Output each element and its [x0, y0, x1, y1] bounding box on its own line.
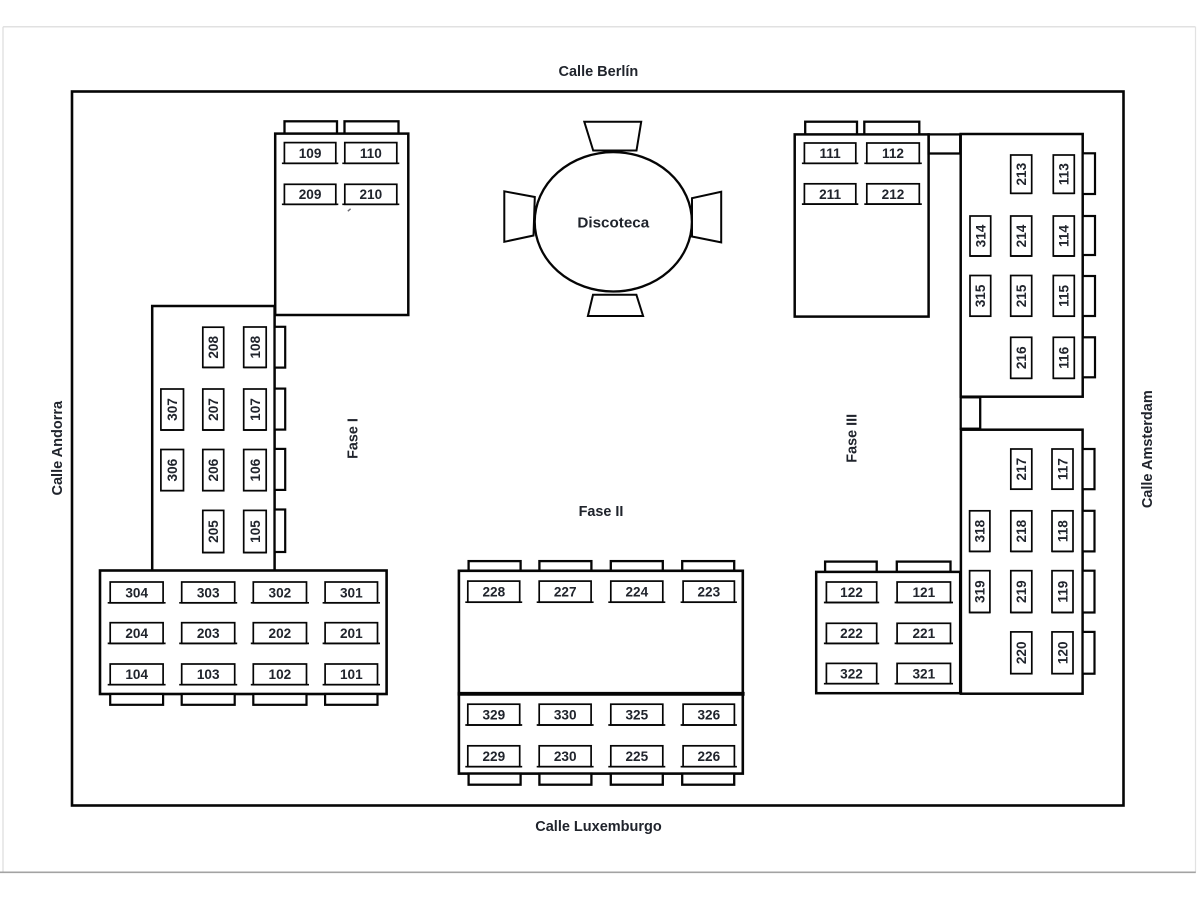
svg-text:205: 205 — [206, 520, 221, 543]
svg-text:314: 314 — [973, 224, 988, 247]
svg-text:220: 220 — [1014, 641, 1029, 664]
svg-text:319: 319 — [973, 580, 988, 603]
svg-text:214: 214 — [1014, 224, 1029, 247]
svg-text:216: 216 — [1014, 346, 1029, 369]
svg-text:329: 329 — [482, 708, 505, 723]
svg-text:118: 118 — [1055, 520, 1070, 542]
svg-text:321: 321 — [912, 666, 935, 681]
svg-text:223: 223 — [697, 585, 720, 600]
svg-text:222: 222 — [840, 626, 863, 641]
svg-text:322: 322 — [840, 666, 863, 681]
svg-text:225: 225 — [625, 749, 648, 764]
svg-text:110: 110 — [360, 146, 382, 161]
svg-text:111: 111 — [820, 146, 842, 161]
svg-text:Fase III: Fase III — [844, 414, 860, 463]
svg-text:Fase II: Fase II — [579, 504, 624, 520]
svg-text:Discoteca: Discoteca — [577, 214, 649, 231]
svg-text:116: 116 — [1057, 346, 1072, 368]
svg-text:122: 122 — [840, 585, 863, 600]
svg-text:105: 105 — [248, 520, 263, 543]
svg-text:120: 120 — [1055, 641, 1070, 664]
svg-text:211: 211 — [819, 187, 841, 202]
svg-text:217: 217 — [1014, 458, 1029, 481]
svg-text:Calle Luxemburgo: Calle Luxemburgo — [535, 819, 662, 835]
svg-text:226: 226 — [697, 749, 720, 764]
svg-text:202: 202 — [269, 626, 292, 641]
svg-text:330: 330 — [554, 708, 577, 723]
svg-text:206: 206 — [206, 458, 221, 481]
svg-text:109: 109 — [299, 146, 322, 161]
svg-text:Fase I: Fase I — [345, 418, 361, 459]
svg-text:325: 325 — [625, 708, 648, 723]
svg-text:115: 115 — [1057, 284, 1072, 306]
svg-text:207: 207 — [206, 398, 221, 421]
svg-text:104: 104 — [125, 667, 148, 682]
svg-text:208: 208 — [206, 336, 221, 359]
svg-text:209: 209 — [299, 187, 322, 202]
svg-text:224: 224 — [625, 585, 648, 600]
svg-text:107: 107 — [248, 398, 263, 421]
svg-text:101: 101 — [340, 667, 363, 682]
svg-text:204: 204 — [125, 626, 148, 641]
svg-text:203: 203 — [197, 626, 220, 641]
svg-text:318: 318 — [973, 519, 988, 542]
svg-text:218: 218 — [1014, 519, 1029, 542]
svg-text:117: 117 — [1055, 458, 1070, 480]
svg-text:102: 102 — [269, 667, 292, 682]
svg-text:221: 221 — [912, 626, 935, 641]
svg-text:304: 304 — [125, 585, 148, 600]
svg-text:212: 212 — [882, 187, 905, 202]
svg-text:307: 307 — [165, 398, 180, 421]
svg-text:215: 215 — [1014, 284, 1029, 307]
svg-text:219: 219 — [1014, 580, 1029, 603]
svg-text:106: 106 — [248, 458, 263, 481]
svg-text:201: 201 — [340, 626, 363, 641]
svg-text:108: 108 — [248, 335, 263, 358]
svg-text:Calle Berlín: Calle Berlín — [559, 64, 639, 80]
svg-text:Calle Amsterdam: Calle Amsterdam — [1140, 390, 1156, 508]
svg-text:303: 303 — [197, 585, 220, 600]
svg-text:230: 230 — [554, 749, 577, 764]
svg-text:119: 119 — [1055, 580, 1070, 602]
svg-text:103: 103 — [197, 667, 220, 682]
svg-text:315: 315 — [973, 284, 988, 307]
svg-text:114: 114 — [1057, 225, 1072, 247]
svg-text:112: 112 — [882, 146, 904, 161]
svg-text:113: 113 — [1057, 163, 1072, 185]
svg-text:229: 229 — [482, 749, 505, 764]
svg-text:228: 228 — [482, 585, 505, 600]
svg-text:302: 302 — [269, 585, 292, 600]
svg-text:326: 326 — [697, 708, 720, 723]
svg-text:301: 301 — [340, 585, 363, 600]
svg-text:213: 213 — [1014, 162, 1029, 185]
svg-text:210: 210 — [359, 187, 382, 202]
svg-text:227: 227 — [554, 585, 577, 600]
svg-text:121: 121 — [912, 585, 935, 600]
svg-text:Calle Andorra: Calle Andorra — [50, 400, 66, 495]
svg-text:306: 306 — [165, 458, 180, 481]
